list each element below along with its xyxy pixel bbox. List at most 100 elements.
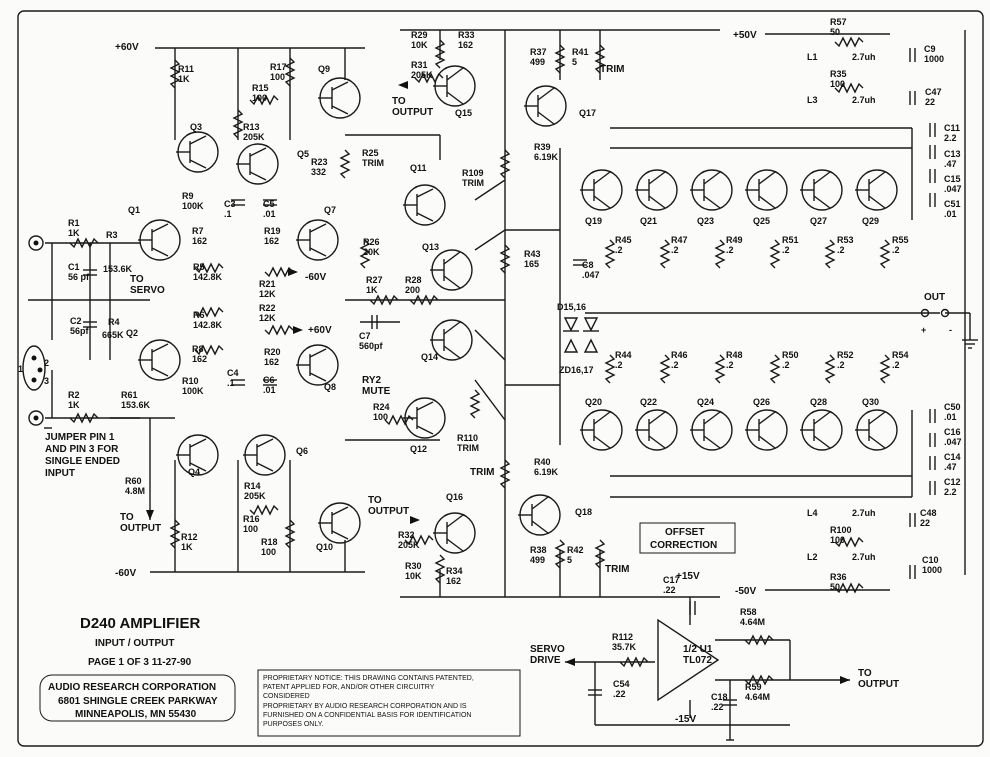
resistor-symbol — [169, 59, 181, 89]
component-label: Q27 — [810, 216, 827, 226]
fet-symbol — [138, 219, 181, 261]
resistor-symbol — [469, 389, 481, 419]
component-label: Q13 — [422, 242, 439, 252]
mosfet-group — [138, 77, 446, 544]
component-label: C54.22 — [613, 679, 630, 699]
resistor-symbol — [594, 44, 606, 74]
capacitor-symbol — [929, 456, 936, 470]
capacitor-group — [83, 48, 936, 706]
component-label: Q1 — [128, 205, 140, 215]
component-label: C4.1 — [227, 368, 239, 388]
component-label: C5.01 — [263, 199, 276, 219]
offset-correction-box — [639, 522, 736, 554]
component-label: 2.7uh — [852, 552, 876, 562]
component-label: R47.2 — [671, 235, 688, 255]
capacitor-symbol — [909, 565, 916, 579]
component-label: C6.01 — [263, 375, 276, 395]
component-label: Q29 — [862, 216, 879, 226]
resistor-symbol — [714, 354, 726, 384]
component-label: R3 — [106, 230, 118, 240]
out-plus-mark: + — [921, 325, 926, 335]
component-label: L1 — [807, 52, 818, 62]
rail-neg60-inner-label: -60V — [305, 272, 326, 283]
bjt-symbol — [433, 65, 476, 107]
component-label: Q25 — [753, 216, 770, 226]
jumper-note-4: INPUT — [45, 468, 75, 479]
resistor-symbol — [404, 534, 434, 546]
capacitor-symbol — [723, 699, 737, 706]
component-label: C14.47 — [944, 452, 961, 472]
component-label: Q3 — [190, 122, 202, 132]
bjt-symbol — [580, 169, 623, 211]
component-label: R46.2 — [671, 350, 688, 370]
resistor-symbol — [384, 414, 414, 426]
trim-label-top: TRIM — [600, 64, 624, 75]
resistor-symbol — [834, 582, 864, 594]
bjt-symbol — [524, 85, 567, 127]
rail-neg15-label: -15V — [675, 714, 696, 725]
xlr-label-3: 3 — [44, 376, 49, 386]
capacitor-symbol — [263, 379, 277, 386]
resistor-symbol — [194, 262, 224, 274]
component-label: Q11 — [410, 163, 427, 173]
drawing-subtitle: INPUT / OUTPUT — [95, 638, 174, 649]
component-label: C15.047 — [944, 174, 962, 194]
capacitor-symbol — [231, 199, 245, 206]
bjt-symbol — [800, 409, 843, 451]
resistor-symbol — [339, 149, 351, 179]
jumper-note-2: AND PIN 3 FOR — [45, 444, 119, 455]
resistor-symbol — [554, 539, 566, 569]
capacitor-symbol — [83, 269, 97, 276]
component-label: Q2 — [126, 328, 138, 338]
notice-line-3: CONSIDERED — [263, 693, 310, 700]
fet-symbol — [138, 339, 181, 381]
component-label: 153.6K — [103, 264, 133, 274]
component-label: R51.2 — [782, 235, 799, 255]
capacitor-symbol — [909, 48, 916, 62]
component-label: Q16 — [446, 492, 463, 502]
component-label: Q24 — [697, 397, 714, 407]
bjt-symbol — [430, 319, 473, 361]
bjt-symbol — [745, 169, 788, 211]
component-label: Q20 — [585, 397, 602, 407]
component-label: C3.1 — [224, 199, 236, 219]
rail-wires — [150, 29, 890, 598]
component-label: R44.2 — [615, 350, 632, 370]
component-label: C50.01 — [944, 402, 961, 422]
capacitor-symbol — [929, 481, 936, 495]
trim-label-mid: TRIM — [470, 467, 494, 478]
component-label: Q9 — [318, 64, 330, 74]
bjt-group — [430, 65, 898, 554]
offset-line-2: CORRECTION — [650, 540, 717, 551]
input-jack-bottom — [28, 410, 44, 426]
bjt-symbol — [580, 409, 623, 451]
component-label: Q22 — [640, 397, 657, 407]
opamp-triangle — [657, 618, 720, 702]
capacitor-symbol — [929, 123, 936, 137]
rail-neg50-label: -50V — [735, 586, 756, 597]
fet-symbol — [176, 434, 219, 476]
component-label: Q8 — [324, 382, 336, 392]
